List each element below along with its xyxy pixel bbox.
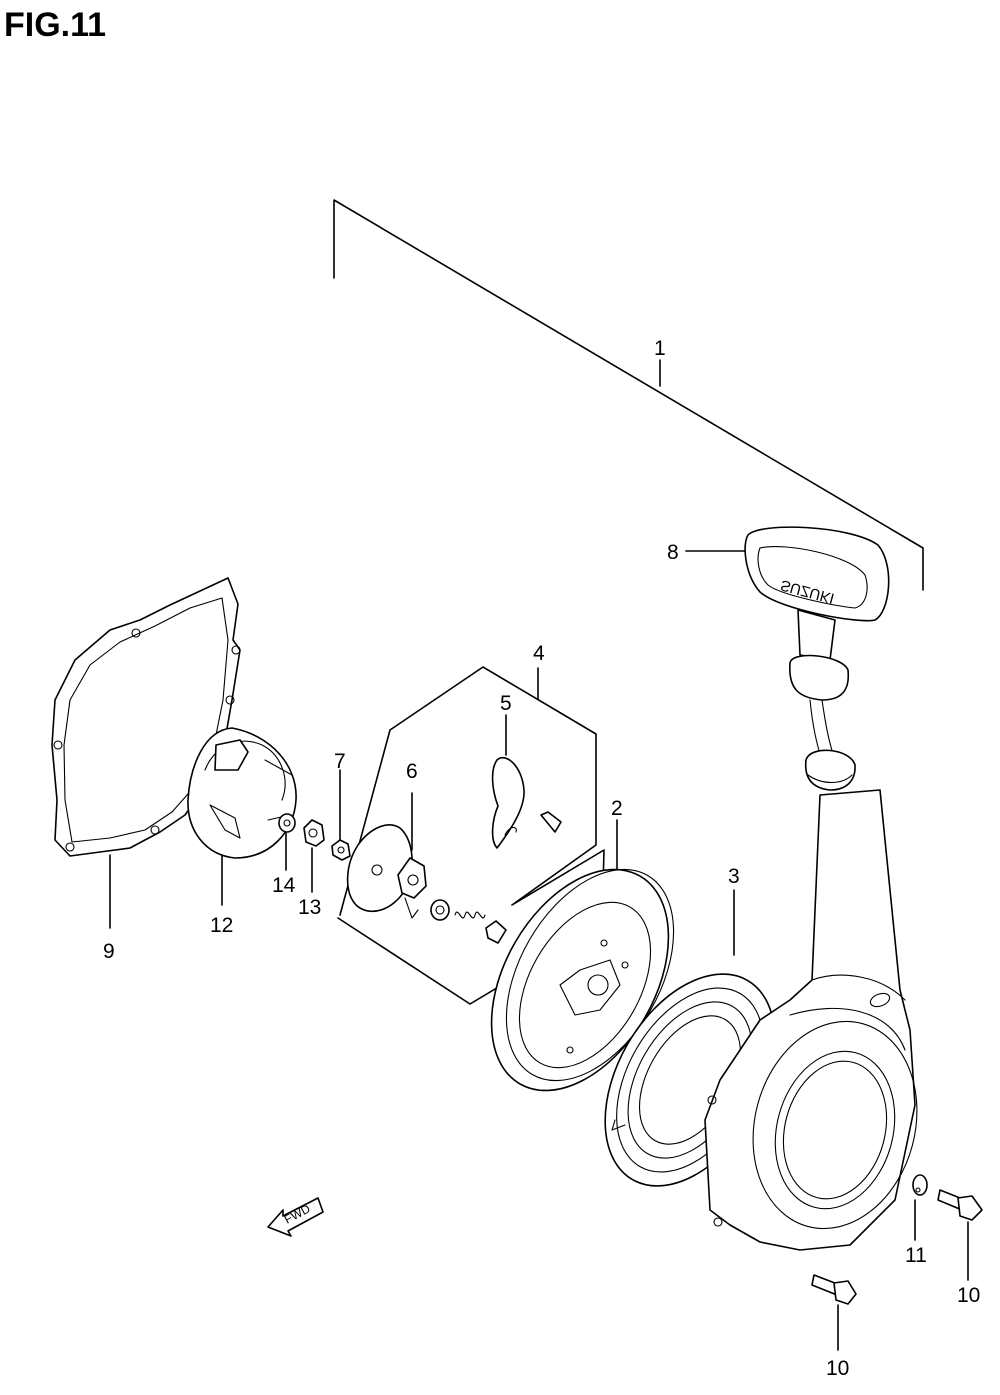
ratchet-pawl — [491, 714, 562, 849]
washer-11 — [912, 1174, 928, 1241]
callout-3: 3 — [728, 865, 740, 888]
guide-6 — [397, 792, 427, 919]
callout-9: 9 — [103, 940, 115, 963]
callout-4: 4 — [533, 642, 545, 665]
nut-7 — [331, 769, 351, 861]
fwd-arrow-icon: FWD — [267, 1197, 324, 1237]
callout-5: 5 — [500, 692, 512, 715]
callout-2: 2 — [611, 797, 623, 820]
bolt-10-right — [937, 1189, 983, 1281]
callout-13: 13 — [298, 896, 321, 919]
reel — [490, 819, 675, 1092]
starter-drive-cup — [187, 727, 297, 906]
spring-set — [430, 899, 507, 944]
washer-14 — [278, 813, 296, 871]
callout-8: 8 — [667, 541, 679, 564]
figure-title: FIG.11 — [4, 6, 106, 44]
callout-10-right: 10 — [957, 1284, 980, 1307]
callout-6: 6 — [406, 760, 418, 783]
callout-10-bottom: 10 — [826, 1357, 849, 1380]
assembly-bracket — [333, 199, 924, 591]
callout-11: 11 — [905, 1244, 927, 1267]
callout-12: 12 — [210, 914, 233, 937]
bolt-10-bottom — [811, 1274, 857, 1351]
callout-14: 14 — [272, 874, 296, 897]
nut-13 — [303, 819, 325, 893]
starter-handle: SUZUKI — [685, 526, 890, 791]
starter-case — [704, 789, 918, 1251]
callout-7: 7 — [334, 750, 346, 773]
callout-1: 1 — [654, 337, 666, 360]
